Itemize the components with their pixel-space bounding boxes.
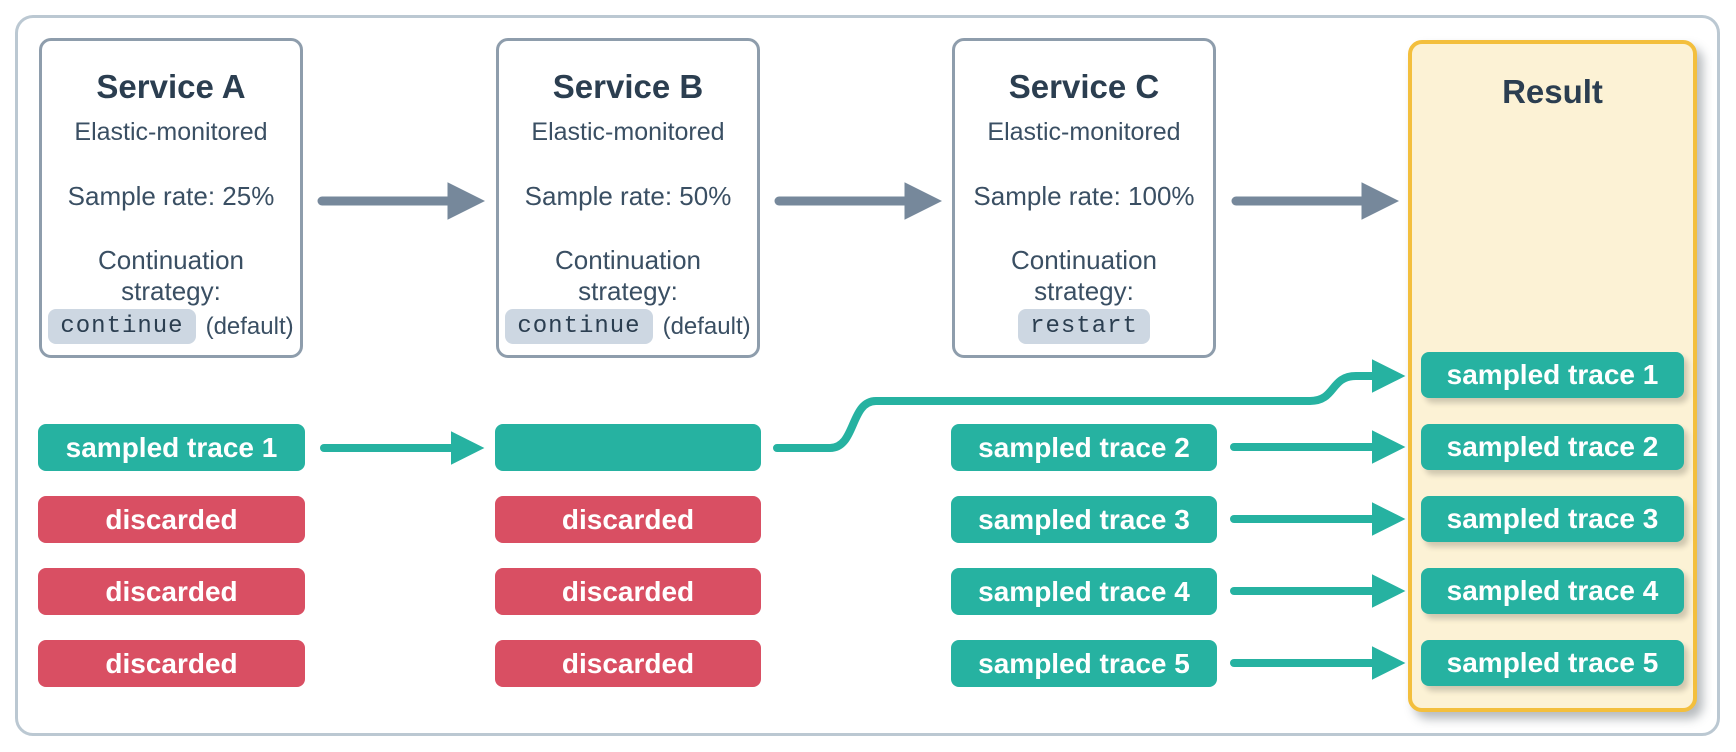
service-a-title: Service A [96, 68, 246, 105]
a-discarded-1: discarded [38, 496, 305, 543]
service-a-monitor-label: Elastic-monitored [74, 118, 268, 146]
a-discarded-2: discarded [38, 568, 305, 615]
result-title: Result [1502, 73, 1603, 110]
result-sampled-trace-2: sampled trace 2 [1421, 424, 1684, 470]
service-a-strategy-row: continue (default) [42, 309, 300, 345]
result-sampled-trace-1: sampled trace 1 [1421, 352, 1684, 398]
service-b-strategy-badge: continue [505, 309, 653, 345]
result-sampled-trace-3: sampled trace 3 [1421, 496, 1684, 542]
service-c-strategy-row: restart [955, 309, 1213, 345]
service-c-box: Service C Elastic-monitored Sample rate:… [952, 38, 1216, 358]
a-discarded-3: discarded [38, 640, 305, 687]
service-c-title: Service C [1008, 68, 1160, 105]
service-c-sample-rate: Sample rate: 100% [973, 181, 1195, 211]
service-c-monitor-label: Elastic-monitored [987, 118, 1181, 146]
c-sampled-trace-3: sampled trace 3 [951, 496, 1217, 543]
service-b-title: Service B [552, 68, 704, 105]
b-sampled-trace-unlabeled [495, 424, 761, 471]
c-sampled-trace-4: sampled trace 4 [951, 568, 1217, 615]
c-sampled-trace-5: sampled trace 5 [951, 640, 1217, 687]
service-b-strategy-label: Continuation strategy: [555, 245, 701, 307]
b-discarded-1: discarded [495, 496, 761, 543]
service-a-strategy-suffix: (default) [205, 312, 294, 340]
service-c-strategy-badge: restart [1018, 309, 1150, 345]
service-b-strategy-suffix: (default) [662, 312, 751, 340]
service-c-strategy-label: Continuation strategy: [1011, 245, 1157, 307]
b-discarded-3: discarded [495, 640, 761, 687]
service-a-strategy-label: Continuation strategy: [98, 245, 244, 307]
service-a-box: Service A Elastic-monitored Sample rate:… [39, 38, 303, 358]
service-b-box: Service B Elastic-monitored Sample rate:… [496, 38, 760, 358]
b-discarded-2: discarded [495, 568, 761, 615]
service-b-strategy-row: continue (default) [499, 309, 757, 345]
result-sampled-trace-4: sampled trace 4 [1421, 568, 1684, 614]
diagram-outer-frame [15, 15, 1720, 736]
result-sampled-trace-5: sampled trace 5 [1421, 640, 1684, 686]
service-a-sample-rate: Sample rate: 25% [67, 181, 275, 211]
service-b-sample-rate: Sample rate: 50% [524, 181, 732, 211]
a-sampled-trace-1: sampled trace 1 [38, 424, 305, 471]
c-sampled-trace-2: sampled trace 2 [951, 424, 1217, 471]
service-a-strategy-badge: continue [48, 309, 196, 345]
service-b-monitor-label: Elastic-monitored [531, 118, 725, 146]
